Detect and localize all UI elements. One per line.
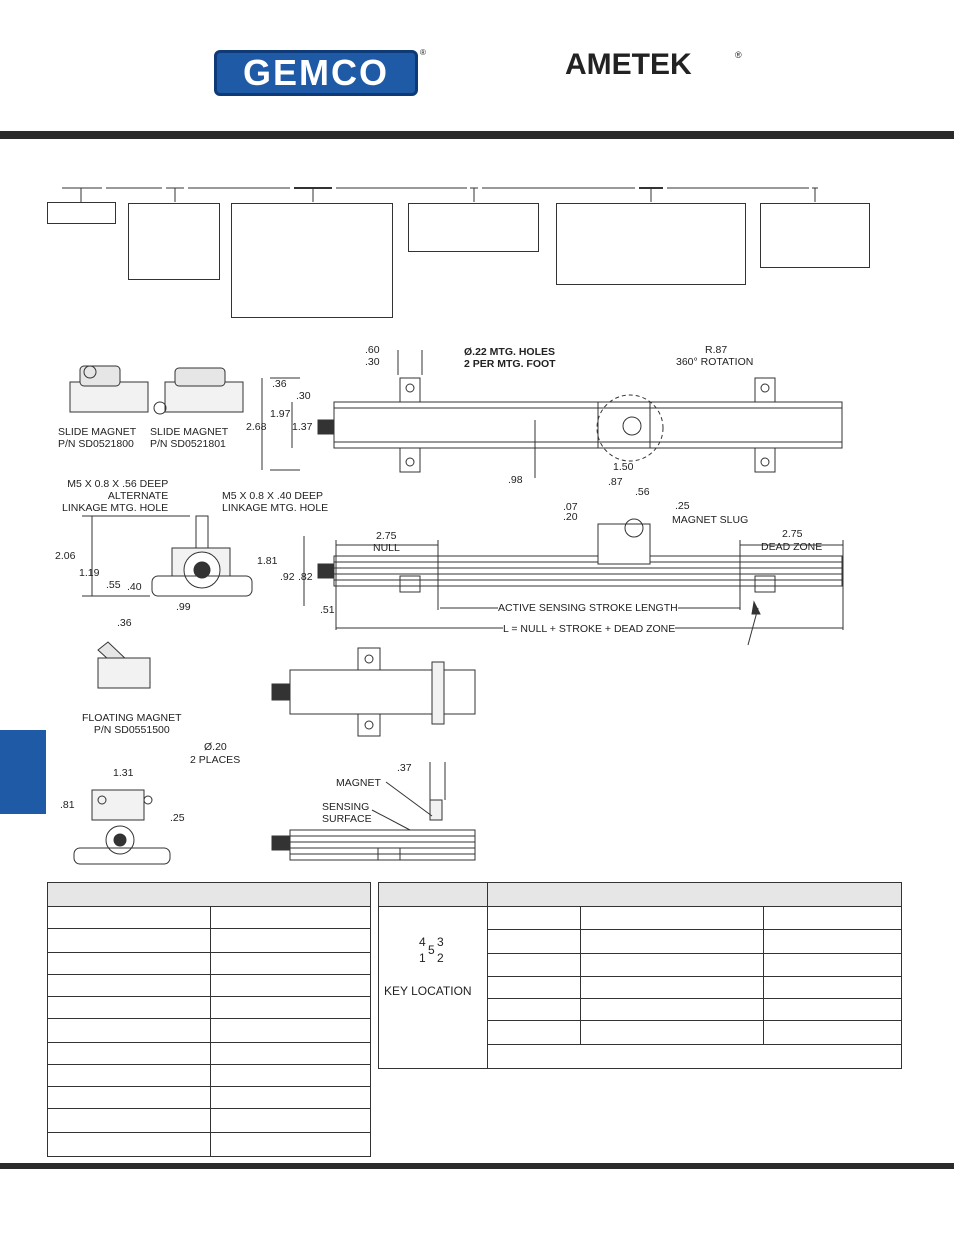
dim-36b: .36 (117, 617, 132, 629)
dim-37: .37 (397, 762, 412, 774)
dim-30a: .30 (365, 356, 380, 368)
dim-60: .60 (365, 344, 380, 356)
dim-206: 2.06 (55, 550, 76, 562)
two-places-label: 2 PLACES (190, 754, 241, 766)
pin-2: 2 (437, 951, 444, 965)
model-box-1 (47, 202, 116, 224)
model-box-6 (760, 203, 870, 268)
section-tab (0, 730, 46, 814)
dim-92: .92 (280, 571, 295, 583)
spec-table-right (378, 882, 902, 1069)
dead-zone-label: DEAD ZONE (761, 541, 823, 553)
key-location-label: KEY LOCATION (384, 984, 472, 998)
dim-40: .40 (127, 581, 142, 593)
pin-4: 4 (419, 935, 426, 949)
pin-5: 5 (428, 943, 435, 957)
header-rule (0, 131, 954, 139)
dim-r87: R.87 (705, 344, 728, 356)
rotation-label: 360° ROTATION (676, 356, 754, 368)
dim-20: .20 (563, 511, 578, 523)
active-stroke-label: ACTIVE SENSING STROKE LENGTH (498, 602, 678, 614)
dim-137: 1.37 (292, 421, 313, 433)
gemco-logo-text: GEMCO (242, 52, 389, 93)
dim-82: .82 (298, 571, 313, 583)
model-box-2 (128, 203, 220, 280)
dim-131: 1.31 (113, 767, 134, 779)
dim-55: .55 (106, 579, 121, 591)
gemco-logo: GEMCO (214, 50, 418, 96)
dim-dia20: Ø.20 (204, 741, 227, 753)
dim-268: 2.68 (246, 421, 267, 433)
dim-25b: .25 (170, 812, 185, 824)
dim-51: .51 (320, 604, 335, 616)
pin-3: 3 (437, 935, 444, 949)
dim-99: .99 (176, 601, 191, 613)
dim-56: .56 (635, 486, 650, 498)
slide-magnet-2-drawing (153, 367, 244, 415)
ametek-logo-text: AMETEK (565, 48, 692, 81)
spec-table-left (47, 882, 371, 1157)
null-value: 2.75 (376, 530, 397, 542)
null-label: NULL (373, 542, 400, 554)
dim-36: .36 (272, 378, 287, 390)
magnet-label: MAGNET (336, 777, 381, 789)
model-box-4 (408, 203, 539, 252)
dim-98: .98 (508, 474, 523, 486)
slide-magnet-1-drawing (69, 365, 149, 413)
dim-181: 1.81 (257, 555, 278, 567)
ametek-logo: AMETEK (565, 48, 692, 82)
model-code-lines (62, 187, 818, 202)
model-box-5 (556, 203, 746, 285)
dead-zone-value: 2.75 (782, 528, 803, 540)
dim-197: 1.97 (270, 408, 291, 420)
dim-119: 1.19 (79, 567, 100, 579)
model-box-3 (231, 203, 393, 318)
dim-81: .81 (60, 799, 75, 811)
dim-07: .07 (563, 501, 578, 513)
length-formula-label: L = NULL + STROKE + DEAD ZONE (503, 623, 676, 635)
magnet-slug-label: MAGNET SLUG (672, 514, 749, 526)
ametek-registered-mark: ® (735, 50, 742, 60)
dimension-drawing (69, 350, 844, 865)
dim-25: .25 (675, 500, 690, 512)
footer-rule (0, 1163, 954, 1169)
dim-87: .87 (608, 476, 623, 488)
gemco-registered-mark: ® (420, 48, 426, 57)
pin-1: 1 (419, 951, 426, 965)
dim-30b: .30 (296, 390, 311, 402)
dim-150: 1.50 (613, 461, 634, 473)
